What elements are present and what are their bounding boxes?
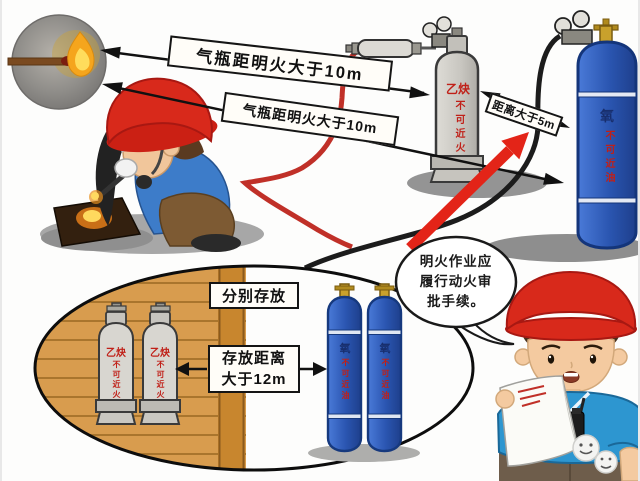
acetylene-cylinder xyxy=(422,16,485,183)
storage-distance-arrows xyxy=(175,362,327,376)
worker-figure xyxy=(495,270,638,481)
match-flame-icon xyxy=(7,14,107,110)
stored-oxygen-warning: 不可近油 xyxy=(341,358,350,402)
stored-acetylene-label: 乙炔 xyxy=(106,348,126,359)
stored-acetylene-warning: 不可近火 xyxy=(112,360,121,400)
wechat-watermark-icon xyxy=(572,434,618,474)
acetylene-red-hose xyxy=(239,46,363,250)
speech-line-3: 批手续。 xyxy=(427,294,485,309)
welder-figure xyxy=(53,77,241,252)
oxygen-warning: 不可近油 xyxy=(603,130,614,186)
speech-bubble-text: 明火作业应 履行动火审 批手续。 xyxy=(406,252,506,312)
speech-bubble xyxy=(394,235,518,346)
speech-line-1: 明火作业应 xyxy=(419,254,493,269)
stored-oxygen-label: 氧 xyxy=(339,343,351,355)
stored-acetylene-warning: 不可近火 xyxy=(156,360,165,400)
acetylene-label: 乙炔 xyxy=(445,82,470,96)
red-arrow xyxy=(406,132,529,252)
acetylene-warning: 不可近火 xyxy=(453,100,464,156)
oxygen-label: 氧 xyxy=(600,108,614,124)
oxygen-black-hose xyxy=(303,33,562,271)
stored-oxygen-label: 氧 xyxy=(379,343,391,355)
oxygen-cylinder xyxy=(554,10,638,250)
stored-oxygen-warning: 不可近油 xyxy=(381,358,390,402)
speech-line-2: 履行动火审 xyxy=(419,274,493,289)
flashback-arrestor xyxy=(345,39,436,58)
storage-distance-line2: 大于12m xyxy=(221,371,287,388)
callout-storage-distance: 存放距离 大于12m xyxy=(208,345,300,393)
callout-store-separately: 分别存放 xyxy=(209,282,299,309)
storage-distance-line1: 存放距离 xyxy=(221,350,286,367)
stored-acetylene-label: 乙炔 xyxy=(150,348,170,359)
